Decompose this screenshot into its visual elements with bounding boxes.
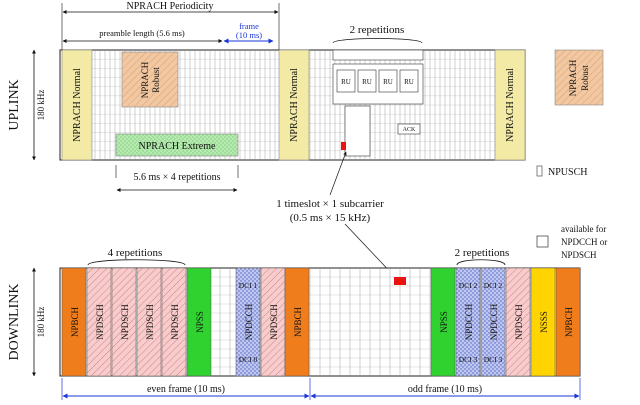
downlink-repetitions-4-brace — [87, 259, 186, 266]
nprach-robust-block-1 — [121, 51, 179, 108]
ru-cell-3 — [378, 69, 398, 93]
downlink-repetitions-2-label: 2 repetitions — [455, 247, 510, 259]
ack-block — [397, 123, 421, 135]
npdsch-block-2 — [111, 267, 137, 377]
npbch-block-2 — [284, 267, 310, 377]
odd-frame-label: odd frame (10 ms) — [408, 384, 482, 395]
nprach-robust-label-1a: NPRACH — [140, 61, 150, 98]
dci1-label-even: DCI 1 — [239, 281, 258, 290]
legend-line-1: available for — [561, 224, 606, 234]
dci2-label-b: DCI 2 — [484, 281, 503, 290]
npdsch-label-1: NPDSCH — [95, 304, 105, 340]
nprach-robust-label-2b: Robust — [580, 65, 590, 91]
ru-cell-4 — [399, 69, 419, 93]
uplink-resource-marker — [341, 142, 346, 150]
preamble-label: preamble length (5.6 ms) — [99, 28, 185, 38]
nprach-normal-label-1: NPRACH Normal — [72, 68, 83, 142]
uplink-repetitions-brace — [332, 38, 423, 44]
nsss-block — [530, 267, 556, 377]
downlink-repetitions-2-brace — [456, 259, 506, 266]
downlink-bw-label: 180 kHz — [36, 307, 46, 338]
uplink-side-label: UPLINK — [7, 79, 22, 130]
downlink-resource-marker — [394, 277, 406, 285]
npdcch-block-1 — [235, 267, 261, 377]
annotation-line-2: (0.5 ms × 15 kHz) — [290, 212, 371, 224]
uplink-section: NPRACH Normal NPRACH Robust NPRACH Extre… — [7, 1, 604, 192]
downlink-repetitions-4-label: 4 repetitions — [108, 247, 163, 259]
npbch-label-1: NPBCH — [70, 306, 80, 337]
nprach-robust-label-1b: Robust — [151, 67, 161, 93]
npdcch-block-3 — [480, 267, 506, 377]
npdsch-block-4 — [161, 267, 187, 377]
nprach-extreme-block — [115, 133, 239, 157]
npdcch-label-3: NPDCCH — [489, 303, 499, 340]
ru-top-bar — [332, 49, 424, 61]
subcarrier-annotation: 1 timeslot × 1 subcarrier (0.5 ms × 15 k… — [276, 151, 397, 279]
npdsch-block-5 — [260, 267, 286, 377]
npbch-label-2: NPBCH — [293, 306, 303, 337]
npbch-block-1 — [61, 267, 87, 377]
npdcch-label-2: NPDCCH — [464, 303, 474, 340]
legend-line-2: NPDCCH or — [561, 237, 607, 247]
periodicity-label: NPRACH Periodicity — [127, 1, 214, 12]
npusch-legend-swatch — [536, 165, 543, 177]
ru-cell-3-label: RU — [383, 78, 393, 86]
downlink-channels: NPBCH NPDSCH NPDSCH NPDSCH NPDSCH NPSS N… — [61, 267, 581, 377]
nprach-normal-label-2: NPRACH Normal — [289, 68, 300, 142]
nsss-label: NSSS — [539, 311, 549, 333]
npss-label-2: NPSS — [439, 311, 449, 333]
ru-cell-2 — [357, 69, 377, 93]
npdsch-block-3 — [136, 267, 162, 377]
npdsch-block-1 — [86, 267, 112, 377]
nprach-extreme-label: NPRACH Extreme — [139, 141, 217, 152]
nprach-normal-label-3: NPRACH Normal — [505, 68, 516, 142]
npusch-ru-group: RU RU RU RU ACK — [332, 49, 424, 157]
npss-block-2 — [430, 267, 456, 377]
npbch-block-3 — [555, 267, 581, 377]
downlink-side-label: DOWNLINK — [7, 284, 22, 361]
annotation-line-1: 1 timeslot × 1 subcarrier — [276, 198, 384, 210]
ru-cell-4-label: RU — [404, 78, 414, 86]
npdsch-label-4: NPDSCH — [170, 304, 180, 340]
uplink-bw-label: 180 kHz — [36, 90, 46, 121]
uplink-frame-label-1: frame — [239, 21, 259, 31]
ru-tall-block — [344, 105, 371, 157]
npdsch-label-3: NPDSCH — [145, 304, 155, 340]
npbch-label-3: NPBCH — [564, 306, 574, 337]
npdsch-label-6: NPDSCH — [514, 304, 524, 340]
dci3-label-a: DCI 3 — [459, 355, 478, 364]
npdcch-block-2 — [455, 267, 481, 377]
annotation-arrow-up — [329, 151, 347, 196]
downlink-section: NPBCH NPDSCH NPDSCH NPDSCH NPDSCH NPSS N… — [7, 224, 607, 400]
uplink-frame-label-2: (10 ms) — [236, 30, 262, 40]
nprach-normal-block-3 — [494, 49, 526, 161]
available-legend-swatch — [536, 235, 549, 248]
npss-label-1: NPSS — [195, 311, 205, 333]
even-frame-label: even frame (10 ms) — [147, 384, 225, 395]
extreme-repetitions-label: 5.6 ms × 4 repetitions — [133, 172, 220, 183]
legend-line-3: NPDSCH — [561, 250, 597, 260]
npdsch-label-5: NPDSCH — [269, 304, 279, 340]
npdsch-label-2: NPDSCH — [120, 304, 130, 340]
nprach-robust-block-2 — [554, 49, 604, 106]
nprach-robust-label-2a: NPRACH — [568, 59, 578, 96]
dci0-label-even: DCI 0 — [239, 355, 258, 364]
npdsch-block-6 — [505, 267, 531, 377]
uplink-repetitions-label: 2 repetitions — [350, 24, 405, 36]
nprach-normal-block-1 — [61, 49, 93, 161]
dci2-label-a: DCI 2 — [459, 281, 478, 290]
nprach-normal-block-2 — [278, 49, 310, 161]
npusch-legend-label: NPUSCH — [548, 167, 587, 178]
ack-label: ACK — [403, 127, 416, 133]
ru-cell-2-label: RU — [362, 78, 372, 86]
dci3-label-b: DCI 3 — [484, 355, 503, 364]
npss-block-1 — [186, 267, 212, 377]
ru-cell-1-label: RU — [341, 78, 351, 86]
ru-cell-1 — [336, 69, 356, 93]
npdcch-label-1: NPDCCH — [244, 303, 254, 340]
